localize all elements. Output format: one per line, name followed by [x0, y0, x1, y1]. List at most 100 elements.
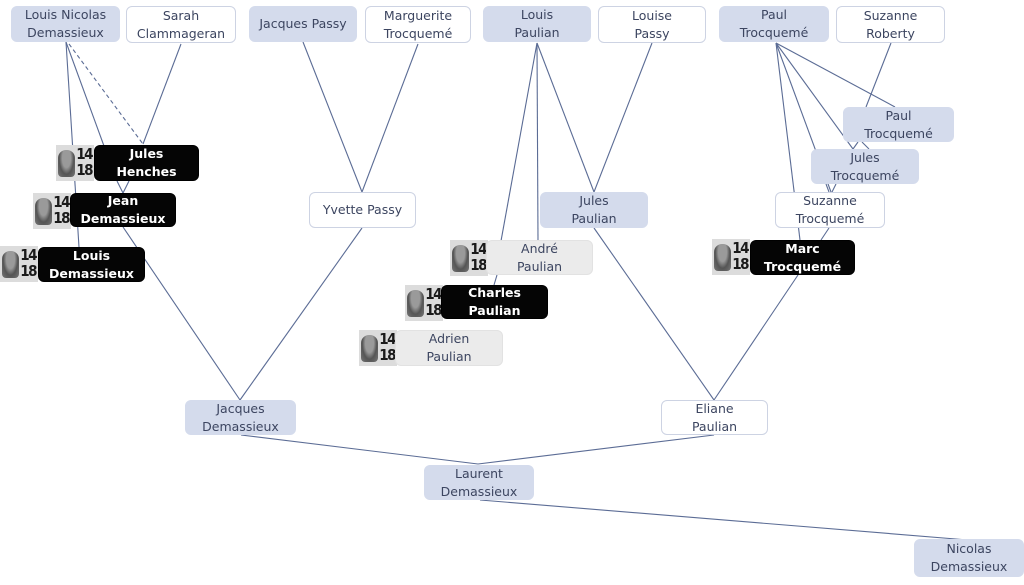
person-name: Louis Paulian	[514, 7, 560, 40]
person-name: Jacques Passy	[259, 16, 347, 31]
person-andre-paulian[interactable]: André Paulian	[486, 240, 593, 275]
person-name: Yvette Passy	[322, 202, 403, 217]
person-name: Sarah Clammageran	[136, 7, 226, 41]
person-name: Jules Trocquemé	[830, 149, 900, 183]
badge-year-start: 14	[425, 285, 442, 303]
person-name: Suzanne Trocquemé	[795, 193, 865, 226]
person-jules-trocqueme[interactable]: Jules Trocquemé	[811, 149, 919, 184]
soldier-helmet-icon	[35, 198, 52, 225]
link-yvette-jacques	[239, 227, 363, 401]
link-louis-nicolas-jean	[65, 41, 105, 147]
person-yvette-passy[interactable]: Yvette Passy	[309, 192, 416, 228]
person-suzanne-trocqueme[interactable]: Suzanne Trocquemé	[775, 192, 885, 228]
link-jules-suzanne-2	[831, 183, 837, 193]
person-louise-passy[interactable]: Louise Passy	[598, 6, 706, 43]
soldier-helmet-icon	[407, 290, 424, 317]
link-paul-jr-jules-2	[861, 141, 870, 150]
link-eliane-laurent	[477, 434, 715, 465]
link-roberty-paul-jr	[865, 42, 892, 108]
person-name: Louis Nicolas Demassieux	[24, 7, 107, 40]
link-paul-jr-jules	[852, 141, 859, 150]
person-name: Louis Demassieux	[49, 247, 134, 281]
person-name: Jacques Demassieux	[202, 400, 279, 434]
ww1-badge: 14 18	[56, 145, 94, 181]
link-jacques-laurent	[240, 434, 479, 465]
link-andre-charles	[493, 274, 498, 286]
link-louis-paulian-charles	[536, 42, 539, 241]
link-paul-sr-jules	[775, 42, 854, 150]
badge-year-start: 14	[470, 240, 487, 258]
person-eliane-paulian[interactable]: Eliane Paulian	[661, 400, 768, 435]
ww1-badge: 14 18	[359, 330, 397, 366]
badge-year-start: 14	[732, 239, 749, 257]
person-name: André Paulian	[516, 240, 563, 274]
badge-year-start: 14	[379, 330, 396, 348]
person-jules-paulian[interactable]: Jules Paulian	[540, 192, 648, 228]
person-paul-trocqueme-jr[interactable]: Paul Trocquemé	[843, 107, 954, 142]
soldier-helmet-icon	[361, 335, 378, 362]
person-charles-paulian[interactable]: Charles Paulian	[441, 285, 548, 319]
badge-year-end: 18	[732, 255, 749, 273]
badge-year-end: 18	[53, 209, 70, 227]
person-jean-demassieux[interactable]: Jean Demassieux	[70, 193, 176, 227]
link-marguerite-yvette	[361, 43, 419, 193]
badge-year-end: 18	[470, 256, 487, 274]
person-louis-paulian[interactable]: Louis Paulian	[483, 6, 591, 42]
person-name: Nicolas Demassieux	[930, 541, 1008, 574]
person-louis-demassieux[interactable]: Louis Demassieux	[38, 247, 145, 282]
badge-year-end: 18	[76, 161, 93, 179]
person-name: Charles Paulian	[468, 285, 521, 318]
link-jules-henches-jean	[116, 180, 124, 194]
link-louis-nicolas-jules-dashed	[68, 43, 144, 145]
person-laurent-demassieux[interactable]: Laurent Demassieux	[424, 465, 534, 500]
person-louis-nicolas-demassieux[interactable]: Louis Nicolas Demassieux	[11, 6, 120, 42]
person-name: Paul Trocquemé	[739, 7, 809, 40]
link-jules-suzanne	[825, 183, 830, 193]
person-marc-trocqueme[interactable]: Marc Trocquemé	[750, 240, 855, 275]
person-jacques-demassieux[interactable]: Jacques Demassieux	[185, 400, 296, 435]
person-name: Adrien Paulian	[426, 331, 472, 364]
ww1-badge: 14 18	[0, 246, 38, 282]
person-marguerite-trocqueme[interactable]: Marguerite Trocquemé	[365, 6, 471, 43]
person-sarah-clammageran[interactable]: Sarah Clammageran	[126, 6, 236, 43]
link-jules-paulian-eliane	[593, 227, 715, 401]
link-marc-eliane	[713, 274, 799, 401]
soldier-helmet-icon	[58, 150, 75, 177]
ww1-badge: 14 18	[33, 193, 71, 229]
badge-year-end: 18	[425, 301, 442, 319]
link-paul-sr-paul-jr	[775, 42, 896, 108]
badge-year-end: 18	[20, 262, 37, 280]
person-name: Jules Paulian	[571, 193, 617, 226]
person-paul-trocqueme-sr[interactable]: Paul Trocquemé	[719, 6, 829, 42]
ww1-badge: 14 18	[450, 240, 488, 276]
link-sarah-jules-henches	[142, 43, 182, 145]
badge-year-end: 18	[379, 346, 396, 364]
person-name: Laurent Demassieux	[440, 465, 518, 499]
badge-year-start: 14	[76, 145, 93, 163]
ww1-badge: 14 18	[712, 239, 750, 275]
link-jules-henches-jean-2	[122, 180, 130, 194]
link-jacques-passy-yvette	[302, 41, 363, 193]
person-name: Suzanne Roberty	[863, 7, 918, 41]
person-jacques-passy[interactable]: Jacques Passy	[249, 6, 357, 42]
person-name: Paul Trocquemé	[864, 107, 933, 141]
link-louise-jules	[593, 42, 653, 193]
badge-year-start: 14	[53, 193, 70, 211]
person-name: Eliane Paulian	[691, 400, 738, 434]
person-suzanne-roberty[interactable]: Suzanne Roberty	[836, 6, 945, 43]
soldier-helmet-icon	[714, 244, 731, 271]
person-jules-henches[interactable]: Jules Henches	[94, 145, 199, 181]
link-laurent-nicolas	[479, 499, 969, 541]
soldier-helmet-icon	[452, 245, 469, 272]
person-name: Marc Trocquemé	[763, 240, 842, 274]
person-name: Jean Demassieux	[80, 193, 166, 226]
badge-year-start: 14	[20, 246, 37, 264]
soldier-helmet-icon	[2, 251, 19, 278]
person-nicolas-demassieux[interactable]: Nicolas Demassieux	[914, 539, 1024, 577]
link-suzanne-marc	[820, 227, 830, 241]
link-louis-paulian-jules	[536, 42, 595, 193]
person-adrien-paulian[interactable]: Adrien Paulian	[395, 330, 503, 366]
person-name: Jules Henches	[116, 146, 177, 179]
person-name: Louise Passy	[632, 7, 672, 41]
ww1-badge: 14 18	[405, 285, 443, 321]
